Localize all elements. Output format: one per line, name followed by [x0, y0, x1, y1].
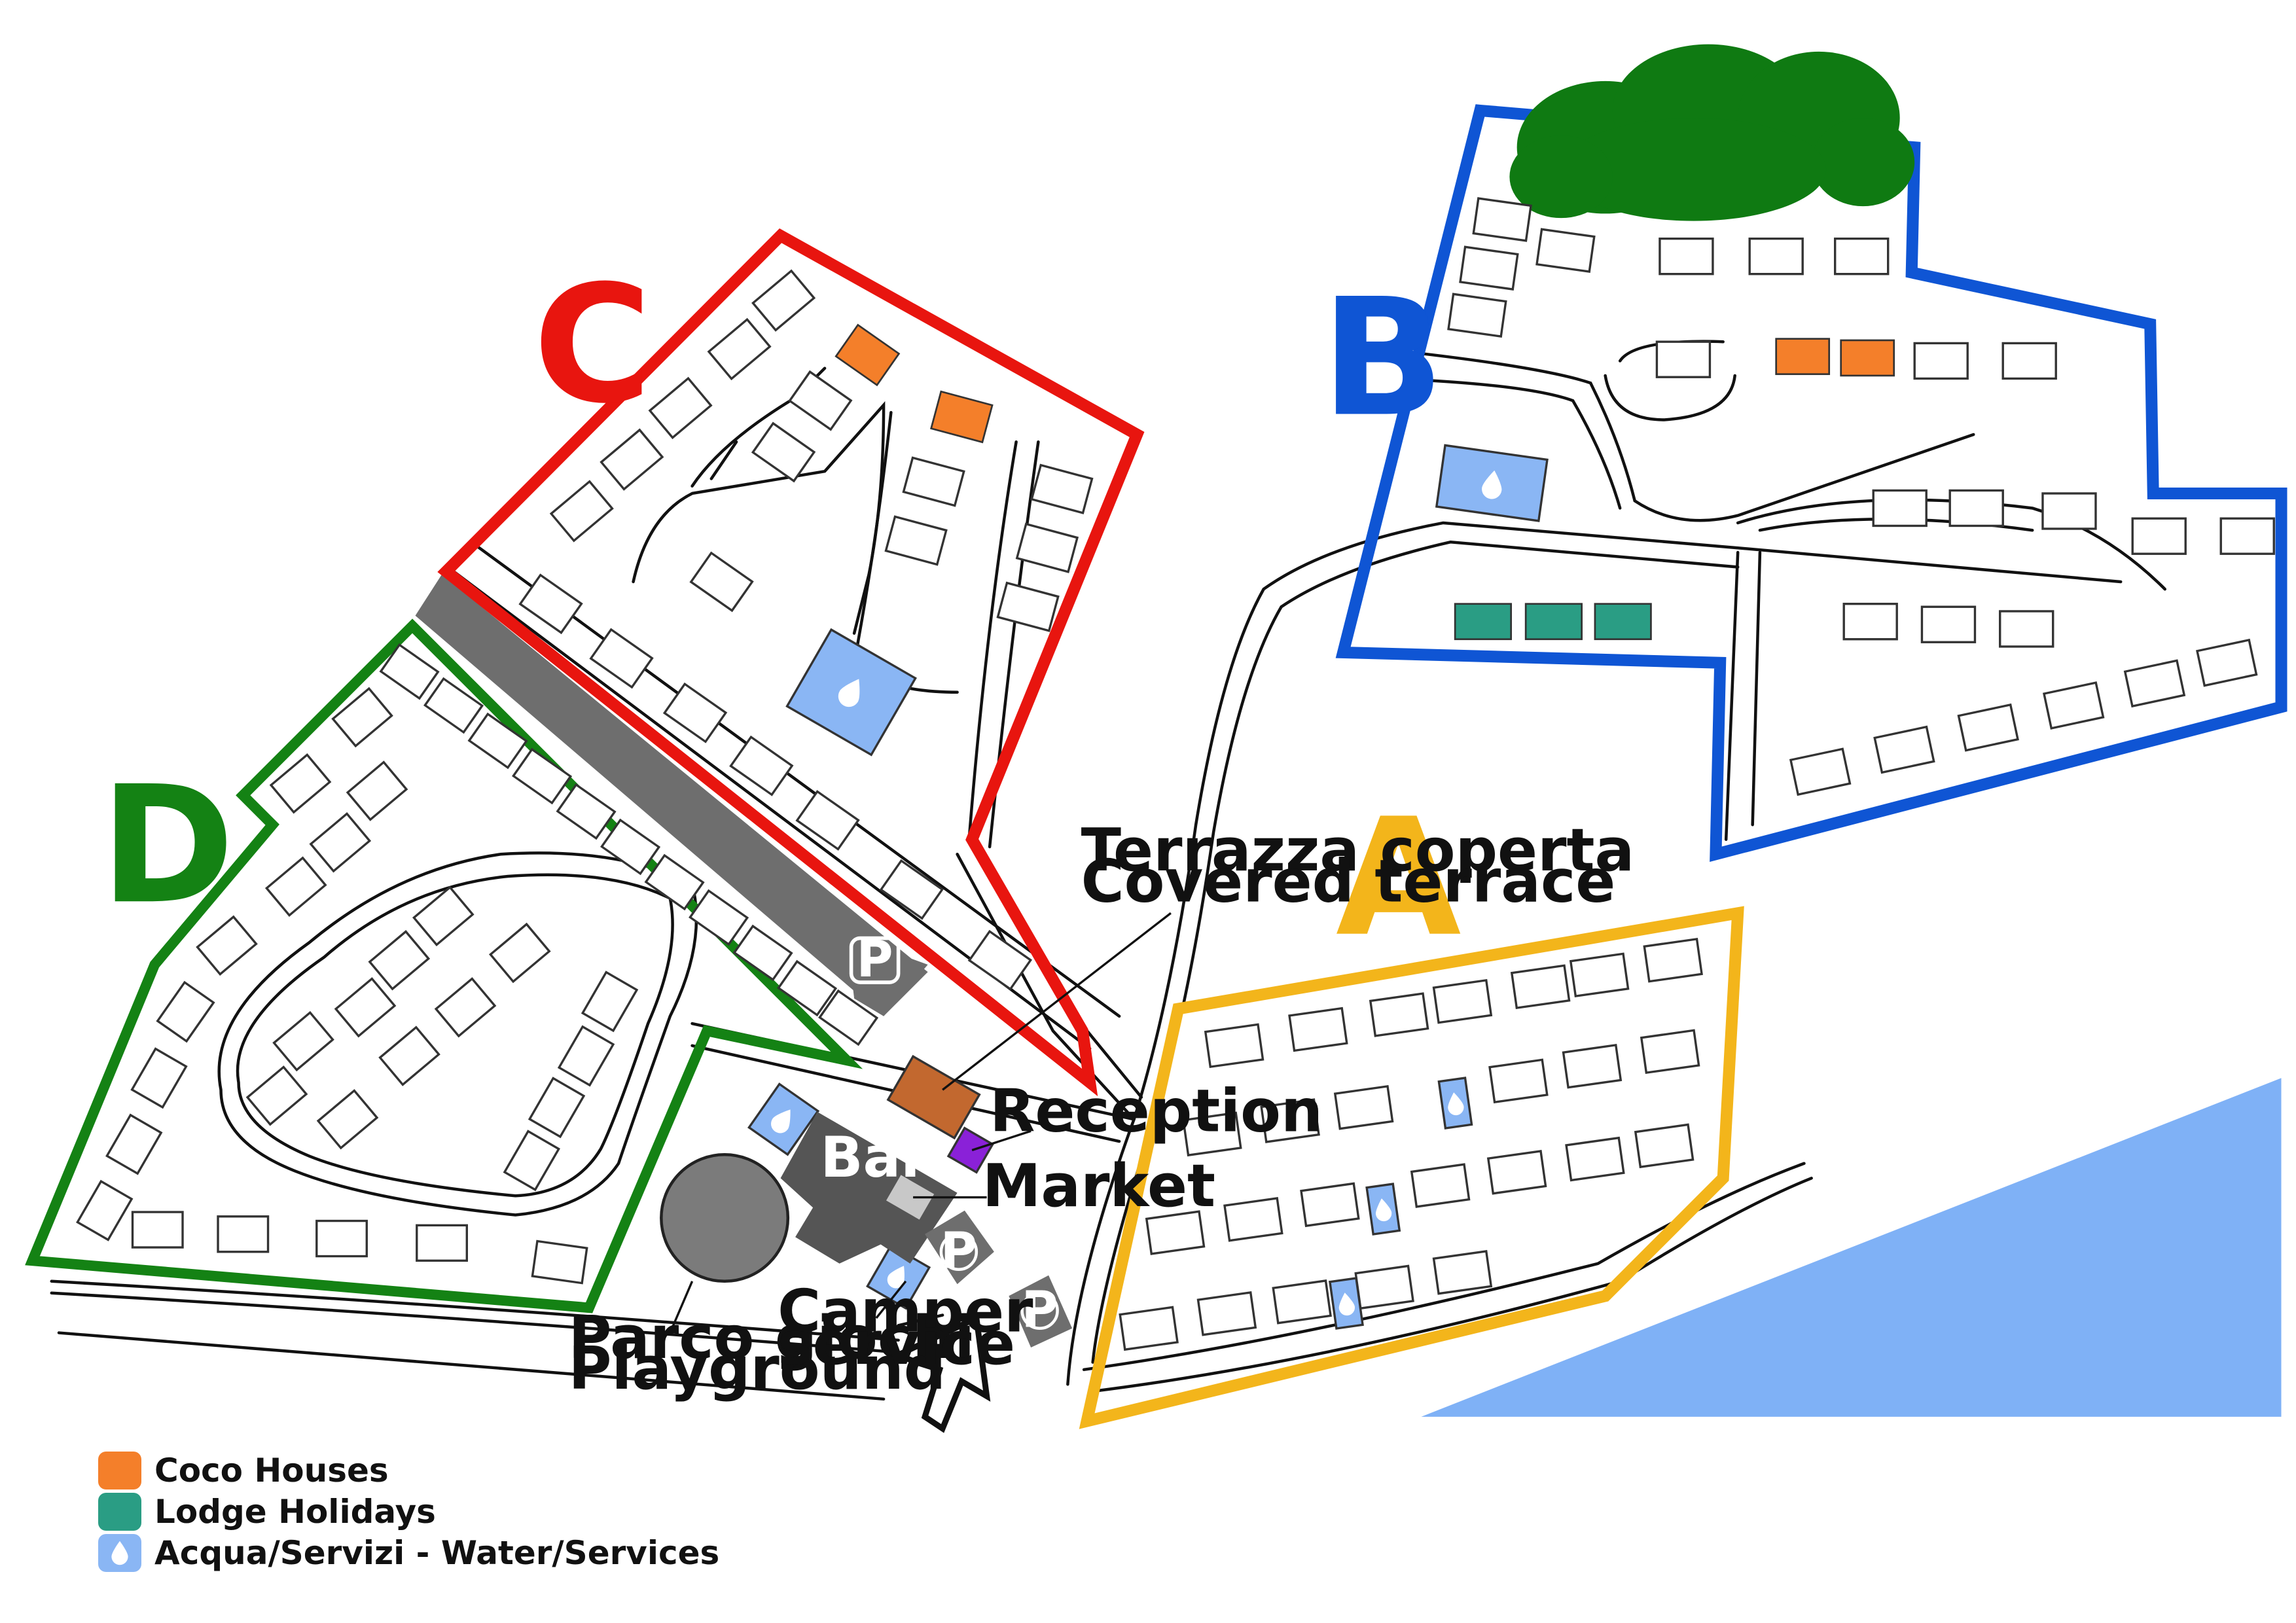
- reception-building: [946, 1126, 994, 1174]
- parking-c: P: [846, 931, 928, 1016]
- water-drop-icon: [98, 1533, 141, 1572]
- parking-bar: P: [925, 1210, 994, 1285]
- zone-a-label: A: [1336, 784, 1462, 972]
- svg-text:P: P: [857, 931, 893, 989]
- pitches: [76, 197, 2275, 1351]
- main-road: [50, 1279, 900, 1354]
- market-label: Market: [982, 1152, 1215, 1221]
- lodges: [1454, 603, 1652, 641]
- trees: [1509, 44, 1915, 221]
- water-services: [747, 444, 1549, 1330]
- playground-label-en: Playground: [569, 1334, 946, 1403]
- zone-c-label: C: [533, 251, 653, 439]
- zone-d-label: D: [100, 751, 234, 940]
- legend-label-coco-houses: Coco Houses: [154, 1451, 389, 1489]
- bar-building: [780, 1112, 958, 1264]
- bar-label: Bar: [820, 1126, 928, 1190]
- legend-item-lodge-holidays: Lodge Holidays: [98, 1491, 719, 1532]
- zone-a-outline: [1079, 906, 1744, 1429]
- coco-houses: [834, 323, 1895, 444]
- entrance-arrow[interactable]: [891, 1313, 991, 1433]
- access-road: [1066, 521, 2123, 1386]
- legend-item-water-services: Acqua/Servizi - Water/Services: [98, 1532, 719, 1573]
- paved-road: [415, 574, 928, 1016]
- camper-service-label-2: service: [778, 1310, 1015, 1378]
- legend-item-coco-houses: Coco Houses: [98, 1450, 719, 1491]
- parking-entrance: P: [1009, 1275, 1073, 1348]
- legend-label-water-services: Acqua/Servizi - Water/Services: [154, 1533, 720, 1572]
- svg-text:P: P: [941, 1222, 977, 1281]
- zone-b-label: B: [1321, 264, 1444, 452]
- camper-service-label-1: Camper: [778, 1277, 1033, 1346]
- covered-terrace-label-it: Terrazza coperta: [1081, 816, 1635, 885]
- svg-text:P: P: [1022, 1281, 1058, 1340]
- zone-c-outline: [437, 228, 1145, 1097]
- market-building: [886, 1175, 935, 1220]
- coco-house-swatch: [98, 1451, 141, 1489]
- sea: [1421, 1078, 2282, 1417]
- playground: [660, 1153, 790, 1283]
- covered-terrace-label-en: Covered terrace: [1081, 847, 1616, 916]
- reception-label: Reception: [990, 1077, 1323, 1145]
- legend-label-lodge-holidays: Lodge Holidays: [154, 1492, 436, 1531]
- map-legend: Coco Houses Lodge Holidays Acqua/Servizi…: [98, 1450, 719, 1573]
- zone-b-outline: [1335, 104, 2287, 862]
- playground-label-it: Parco giochi: [569, 1304, 975, 1372]
- covered-terrace: [886, 1054, 981, 1140]
- zone-d-outline: [25, 618, 863, 1313]
- lodge-swatch: [98, 1492, 141, 1531]
- zone-d-loop: [217, 851, 698, 1217]
